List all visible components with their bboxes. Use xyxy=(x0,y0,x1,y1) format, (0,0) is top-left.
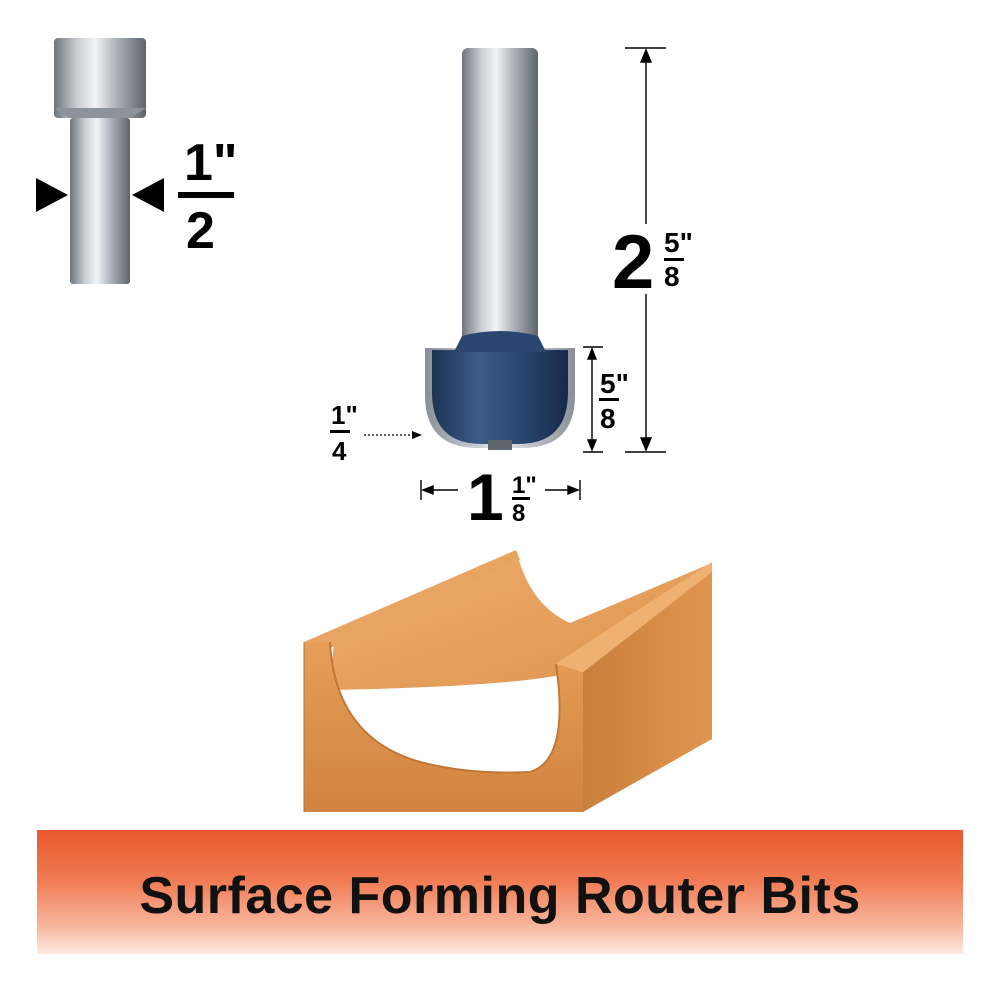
overall-length-dimension xyxy=(625,47,666,453)
cutting-length-numerator: 5" xyxy=(600,368,629,399)
overall-length-numerator: 5" xyxy=(664,227,693,258)
banner-title: Surface Forming Router Bits xyxy=(139,867,861,925)
shank-icon xyxy=(54,38,146,284)
cutting-length-dimension xyxy=(583,346,603,453)
cutting-diameter-fraction-bar xyxy=(512,497,530,500)
router-bit-icon xyxy=(425,48,575,450)
corner-radius-fraction-bar xyxy=(330,430,350,433)
cutting-length-fraction-bar xyxy=(599,398,619,401)
shank-diameter-denominator: 2 xyxy=(186,202,215,260)
cutting-diameter-numerator: 1" xyxy=(512,472,537,499)
corner-radius-denominator: 4 xyxy=(332,436,347,466)
overall-length-whole: 2 xyxy=(612,220,654,305)
shank-fraction-bar xyxy=(178,192,234,198)
overall-length-fraction-bar xyxy=(664,258,684,261)
wood-profile-illustration xyxy=(303,550,712,812)
corner-radius-pointer xyxy=(364,431,422,439)
overall-length-denominator: 8 xyxy=(664,261,680,292)
cutting-length-denominator: 8 xyxy=(600,403,616,434)
cutting-diameter-denominator: 8 xyxy=(512,500,525,527)
diameter-arrow-icon xyxy=(36,178,164,212)
cutting-diameter-whole: 1 xyxy=(467,460,504,534)
cutting-diameter-dimension xyxy=(420,480,581,500)
shank-diameter-whole: 1" xyxy=(184,134,238,192)
category-banner: Surface Forming Router Bits xyxy=(37,830,963,954)
corner-radius-numerator: 1" xyxy=(331,400,358,430)
